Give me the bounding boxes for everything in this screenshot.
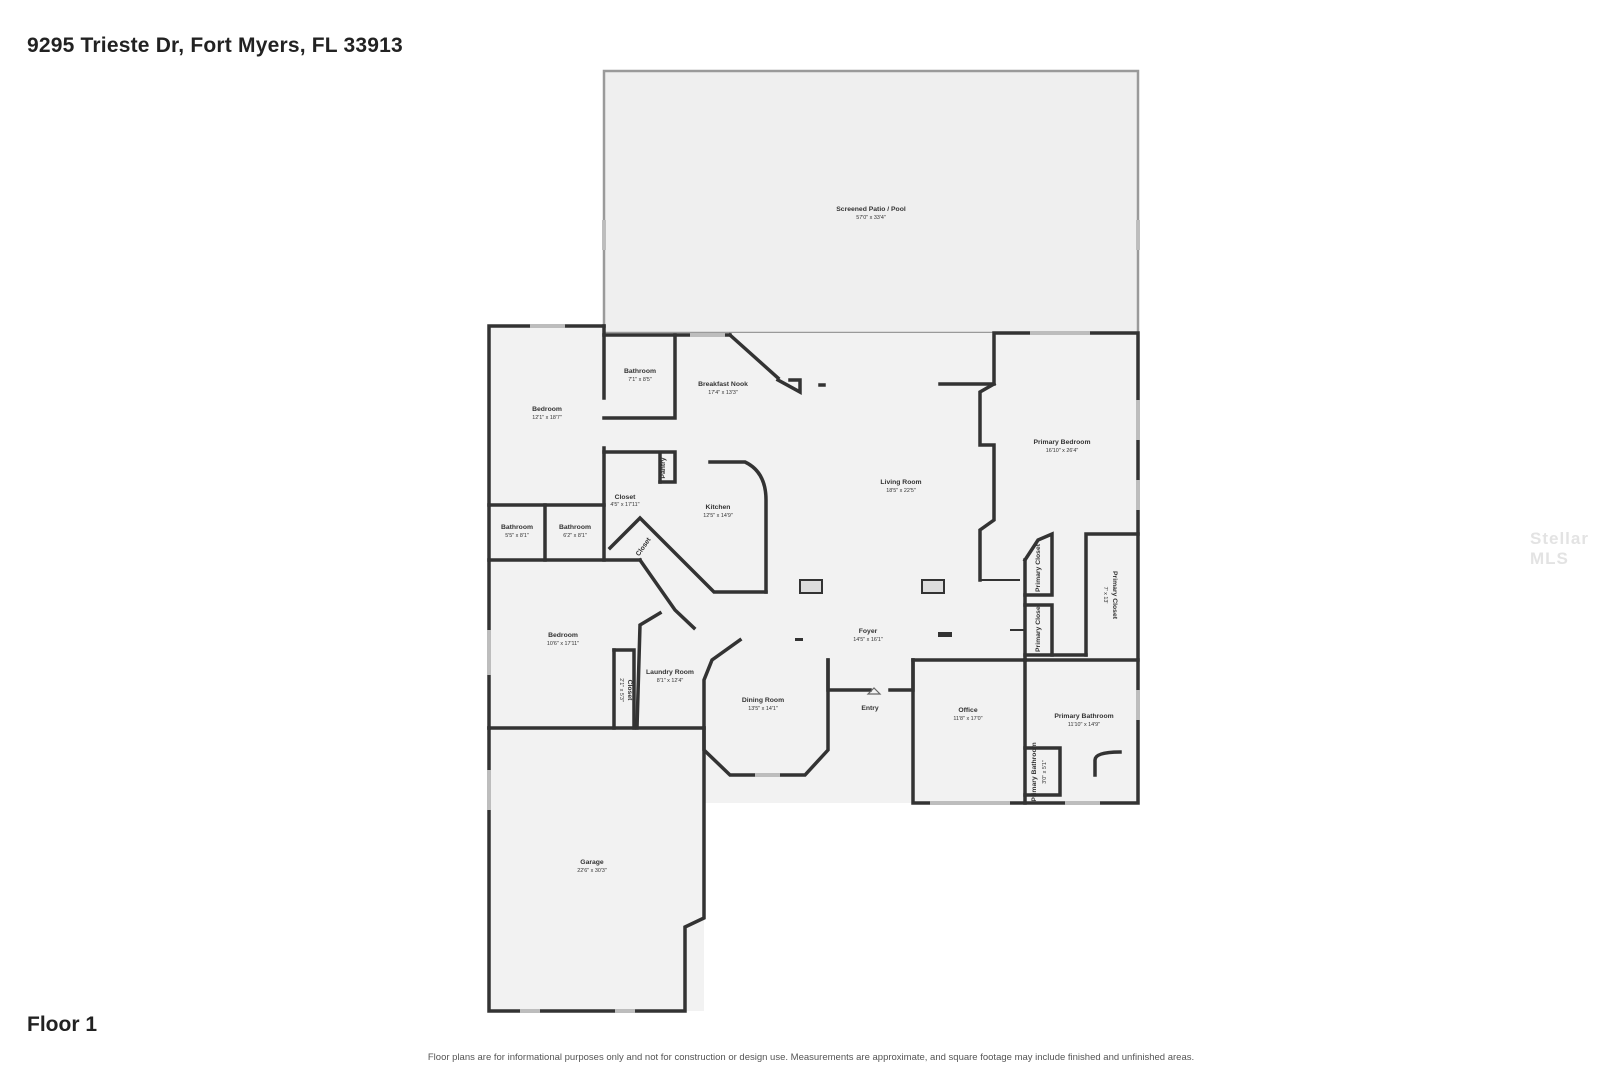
room-fills [489, 326, 1138, 1011]
dims-primary-bathroom: 11'10" x 14'9" [1068, 722, 1100, 728]
label-primary-closet-3: Primary Closet [1111, 571, 1118, 620]
label-bathroom-top: Bathroom [624, 368, 656, 375]
dims-laundry-room: 8'1" x 12'4" [657, 678, 684, 684]
dims-patio: 57'0" x 33'4" [856, 215, 886, 221]
room-labels: Screened Patio / Pool 57'0" x 33'4" Bath… [501, 206, 1118, 874]
windows [487, 220, 1140, 1013]
dims-primary-bedroom: 16'10" x 26'4" [1046, 448, 1079, 454]
dims-office: 11'8" x 17'0" [953, 716, 982, 722]
fixtures [795, 579, 952, 695]
label-pantry: Pantry [660, 457, 667, 478]
dims-bathroom-top: 7'1" x 8'5" [628, 377, 652, 383]
address-title: 9295 Trieste Dr, Fort Myers, FL 33913 [27, 34, 403, 57]
dims-garage: 22'6" x 30'3" [577, 868, 607, 874]
dims-living-room: 18'5" x 22'5" [886, 488, 916, 494]
dims-bedroom-1: 12'1" x 18'7" [532, 415, 562, 421]
label-bathroom-b: Bathroom [559, 524, 591, 531]
label-primary-bathroom-2: Primary Bathroom [1031, 742, 1038, 801]
label-breakfast-nook: Breakfast Nook [698, 381, 748, 388]
dims-bathroom-a: 5'5" x 8'1" [505, 533, 529, 539]
dims-bathroom-b: 6'2" x 8'1" [563, 533, 587, 539]
label-primary-closet-2: Primary Closet [1035, 603, 1042, 652]
disclaimer-text: Floor plans are for informational purpos… [427, 1052, 1195, 1063]
label-laundry-room: Laundry Room [646, 669, 694, 676]
patio-area [602, 69, 1140, 335]
label-primary-closet-1: Primary Closet [1035, 543, 1042, 592]
label-foyer: Foyer [859, 628, 878, 635]
dims-dining-room: 13'5" x 14'1" [748, 706, 778, 712]
label-office: Office [958, 707, 977, 714]
watermark-logo: Stellar MLS [1530, 529, 1589, 568]
dims-closet-3: 2'1" x 5'3" [618, 678, 624, 702]
label-kitchen: Kitchen [706, 504, 731, 511]
label-bathroom-a: Bathroom [501, 524, 533, 531]
label-patio: Screened Patio / Pool [836, 206, 906, 213]
dims-primary-closet-3: 7' x 13' [1102, 587, 1108, 604]
label-bedroom-1: Bedroom [532, 406, 562, 413]
walls [487, 324, 1140, 1013]
dims-foyer: 14'5" x 16'1" [853, 637, 883, 643]
label-bedroom-2: Bedroom [548, 632, 578, 639]
dims-closet-1: 4'5" x 17'11" [610, 502, 639, 508]
dims-primary-bathroom-2: 3'0" x 5'1" [1042, 760, 1048, 784]
label-closet-1: Closet [615, 494, 637, 501]
dims-bedroom-2: 10'6" x 17'11" [547, 641, 579, 647]
label-closet-3: Closet [626, 680, 633, 702]
label-living-room: Living Room [880, 479, 921, 486]
label-garage: Garage [580, 859, 604, 866]
label-entry: Entry [861, 705, 879, 712]
floor-label: Floor 1 [27, 1013, 98, 1036]
dims-breakfast-nook: 17'4" x 13'3" [708, 390, 738, 396]
label-primary-bathroom: Primary Bathroom [1054, 713, 1113, 720]
dims-kitchen: 12'5" x 14'9" [703, 513, 733, 519]
label-primary-bedroom: Primary Bedroom [1033, 439, 1090, 446]
label-dining-room: Dining Room [742, 697, 784, 704]
